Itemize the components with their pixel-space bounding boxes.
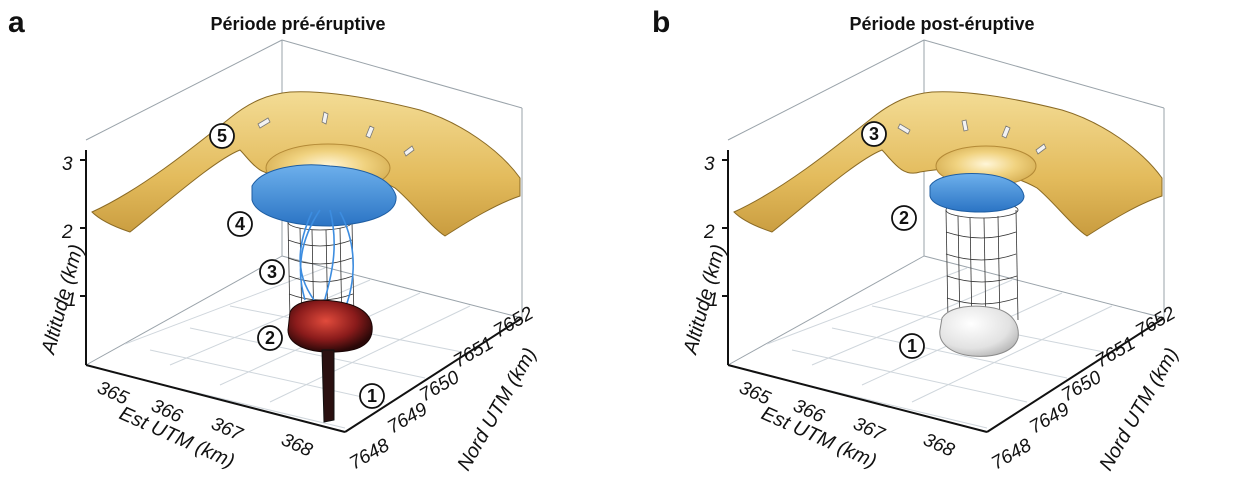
y-tick: 7649 xyxy=(384,399,431,439)
z-tick: 1 xyxy=(66,290,77,311)
residual-body xyxy=(939,305,1019,357)
shallow-reservoir xyxy=(251,164,397,227)
marker-2: 2 xyxy=(891,205,917,231)
y-tick: 7650 xyxy=(416,367,463,407)
z-axis-label: Altitude (km) xyxy=(679,242,730,357)
x-tick: 368 xyxy=(278,429,316,461)
marker-3: 3 xyxy=(259,259,285,285)
axes xyxy=(722,150,1165,433)
svg-text:1: 1 xyxy=(907,336,917,356)
shallow-reservoir xyxy=(929,173,1025,213)
y-tick: 7648 xyxy=(346,435,393,475)
deformation-arrows xyxy=(257,111,1047,157)
marker-1: 1 xyxy=(899,333,925,359)
panel-a: a Période pré-éruptive xyxy=(8,6,541,475)
magma-body xyxy=(287,299,373,353)
panel-title: Période pré-éruptive xyxy=(210,14,385,34)
conduit-cylinder xyxy=(945,201,1019,329)
y-tick: 7649 xyxy=(1026,399,1073,439)
marker-3: 3 xyxy=(861,121,887,147)
y-tick: 7652 xyxy=(1132,303,1179,343)
x-tick: 368 xyxy=(920,429,958,461)
axis-box xyxy=(85,39,523,366)
svg-text:1: 1 xyxy=(367,386,377,406)
y-tick: 7650 xyxy=(1058,367,1105,407)
marker-2: 2 xyxy=(257,325,283,351)
svg-text:2: 2 xyxy=(265,328,275,348)
axes xyxy=(80,150,523,433)
panel-letter: b xyxy=(652,6,670,39)
marker-1: 1 xyxy=(359,383,385,409)
z-axis-label: Altitude (km) xyxy=(37,242,88,357)
z-tick: 3 xyxy=(62,154,73,175)
panel-title: Période post-éruptive xyxy=(849,14,1034,34)
svg-text:4: 4 xyxy=(235,214,245,234)
z-tick: 3 xyxy=(704,154,715,175)
svg-text:5: 5 xyxy=(217,126,227,146)
y-tick: 7648 xyxy=(988,435,1035,475)
marker-4: 4 xyxy=(227,211,253,237)
panel-letter: a xyxy=(8,6,25,39)
dyke xyxy=(321,349,335,423)
z-tick: 2 xyxy=(703,222,715,243)
z-tick: 2 xyxy=(61,222,73,243)
svg-text:3: 3 xyxy=(267,262,277,282)
y-tick: 7652 xyxy=(490,303,537,343)
panel-b: b Période post-éruptive xyxy=(652,6,1183,475)
svg-text:2: 2 xyxy=(899,208,909,228)
svg-text:3: 3 xyxy=(869,124,879,144)
marker-5: 5 xyxy=(209,123,235,149)
z-tick: 1 xyxy=(708,290,719,311)
